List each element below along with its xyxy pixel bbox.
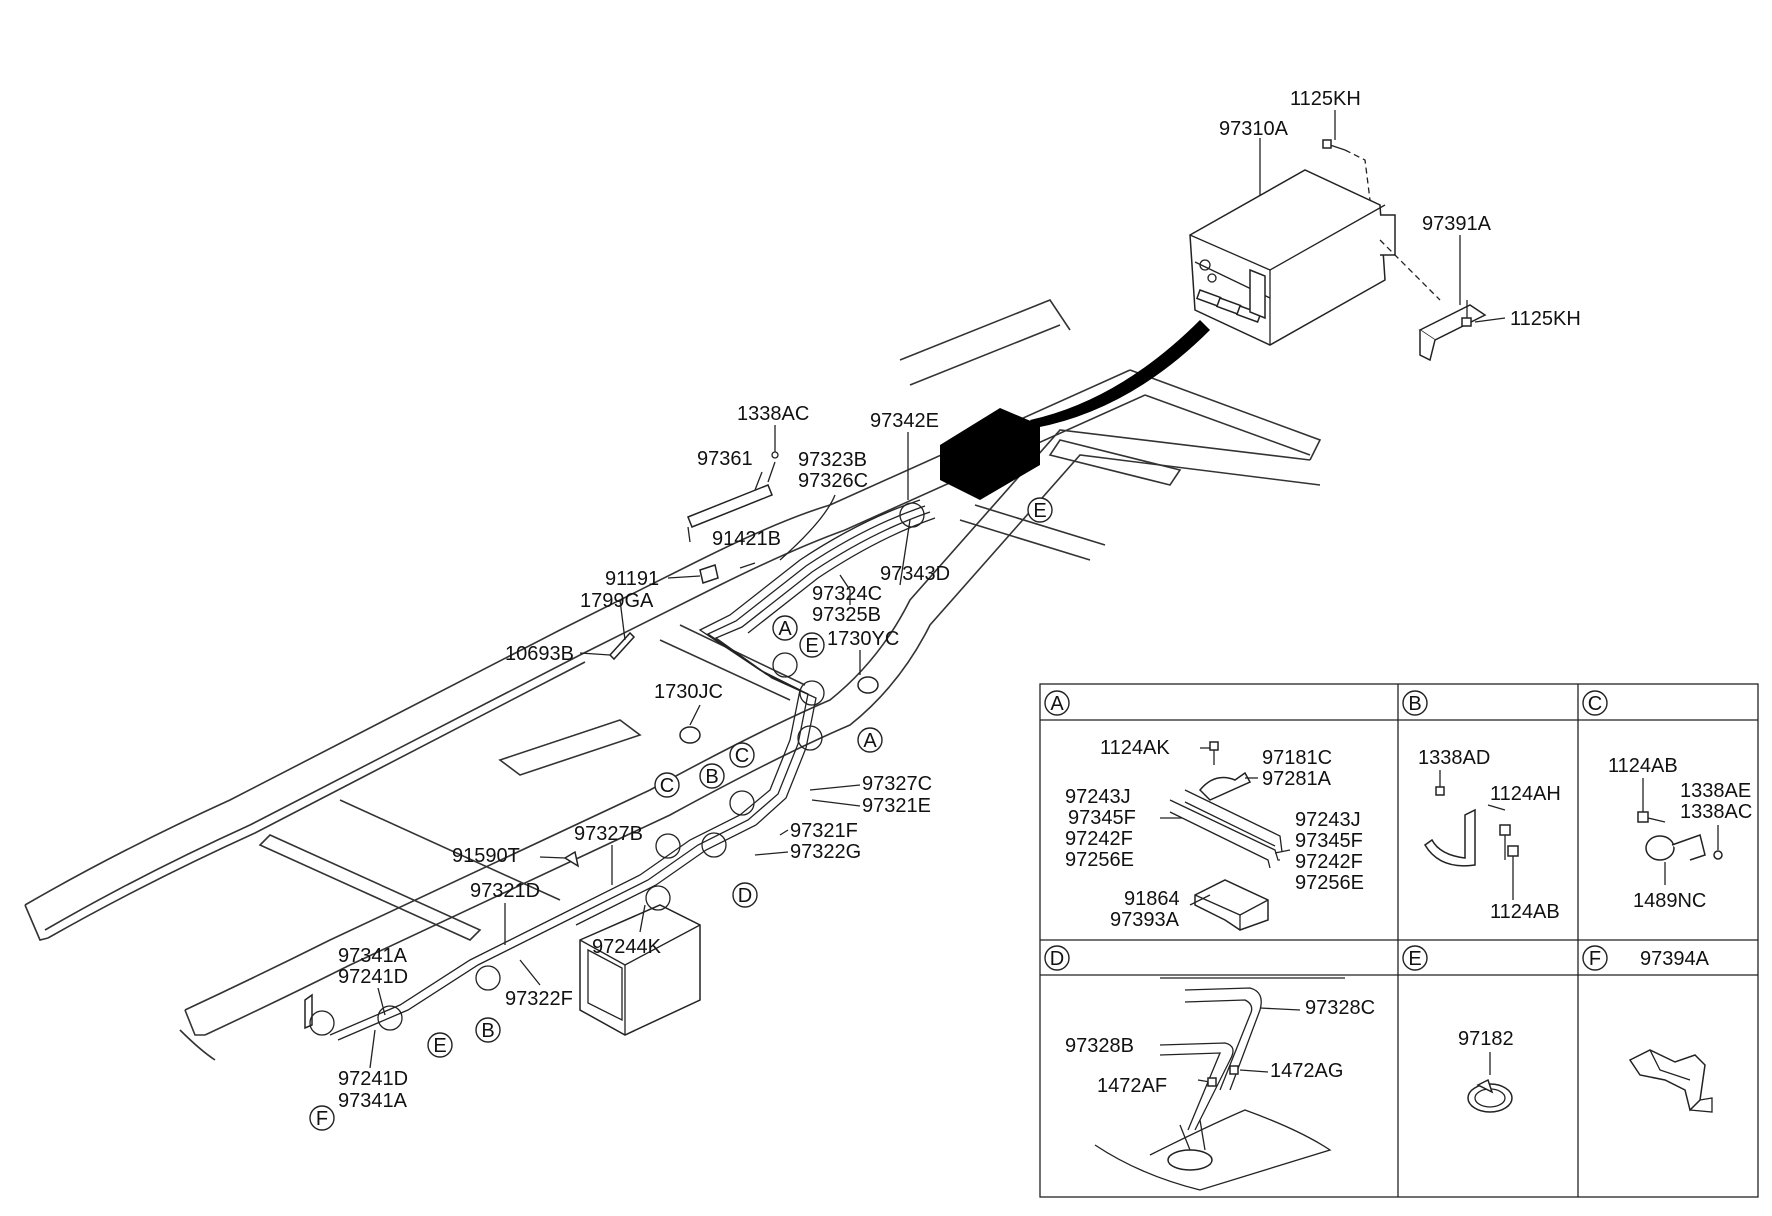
label-97361: 97361 <box>697 448 753 470</box>
label-97391A: 97391A <box>1422 213 1492 235</box>
cell-B-letter: B <box>1408 693 1421 715</box>
marker-C2: C <box>735 745 749 767</box>
detail-cell-A: A 1124AK 97181C 97281A 97243J 97345F 972… <box>1044 690 1364 931</box>
label-1124AK: 1124AK <box>1100 737 1170 759</box>
label-97393A: 97393A <box>1110 909 1180 931</box>
label-1124AB-C: 1124AB <box>1608 755 1678 777</box>
label-1125KH-top: 1125KH <box>1290 88 1361 110</box>
label-10693B: 10693B <box>505 643 574 665</box>
label-97242F-right: 97242F <box>1295 851 1363 873</box>
detail-table: A 1124AK 97181C 97281A 97243J 97345F 972… <box>1039 683 1759 1198</box>
part-10693B <box>608 631 636 661</box>
label-97243J-right: 97243J <box>1295 809 1361 831</box>
label-1338AC: 1338AC <box>737 403 809 425</box>
label-1338AE: 1338AE <box>1680 780 1751 802</box>
detail-cell-F: F 97394A <box>1582 945 1713 1113</box>
label-1472AF: 1472AF <box>1097 1075 1167 1097</box>
label-97243J-left: 97243J <box>1065 786 1131 808</box>
marker-F1: F <box>316 1108 328 1130</box>
marker-A2: A <box>863 730 877 752</box>
fuel-tank <box>579 904 701 1036</box>
label-97310A: 97310A <box>1219 118 1289 140</box>
label-1124AB-B: 1124AB <box>1490 901 1560 923</box>
detail-cell-B: B 1338AD 1124AH 1124AB <box>1402 690 1561 923</box>
label-97324C: 97324C <box>812 583 882 605</box>
marker-E3: E <box>433 1035 446 1057</box>
marker-B1: B <box>705 766 718 788</box>
label-91590T: 91590T <box>452 845 520 867</box>
label-97181C: 97181C <box>1262 747 1332 769</box>
label-97321F: 97321F <box>790 820 858 842</box>
leader-lines <box>369 110 1506 1069</box>
reference-markers: E A E A C B C D B E F B <box>309 497 1053 1131</box>
marker-E2: E <box>805 635 818 657</box>
marker-E1: E <box>1033 500 1046 522</box>
label-97322F: 97322F <box>505 988 573 1010</box>
marker-D1: D <box>738 885 752 907</box>
label-97325B: 97325B <box>812 604 881 626</box>
label-1125KH-bot: 1125KH <box>1510 308 1581 330</box>
label-97328C: 97328C <box>1305 997 1375 1019</box>
chassis-frame <box>24 299 1322 1061</box>
label-97321D: 97321D <box>470 880 540 902</box>
label-97242F-left: 97242F <box>1065 828 1133 850</box>
label-97345F-left: 97345F <box>1068 807 1136 829</box>
label-97343D: 97343D <box>880 563 950 585</box>
marker-B3: B <box>481 1020 494 1042</box>
label-97327B: 97327B <box>574 823 643 845</box>
label-97328B: 97328B <box>1065 1035 1134 1057</box>
label-91421B: 91421B <box>712 528 781 550</box>
canister-assembly <box>940 139 1487 500</box>
label-97182: 97182 <box>1458 1028 1514 1050</box>
label-97281A: 97281A <box>1262 768 1332 790</box>
marker-C1: C <box>660 775 674 797</box>
label-97342E: 97342E <box>870 410 939 432</box>
label-97341A-bot: 97341A <box>338 1090 408 1112</box>
detail-cell-C: C 1124AB 1338AE 1338AC 1489NC <box>1582 690 1752 912</box>
label-1338AD: 1338AD <box>1418 747 1490 769</box>
cell-E-letter: E <box>1408 948 1421 970</box>
label-91864: 91864 <box>1124 888 1180 910</box>
cell-F-letter: F <box>1589 948 1601 970</box>
label-97323B: 97323B <box>798 449 867 471</box>
label-1730YC: 1730YC <box>827 628 899 650</box>
label-97394A: 97394A <box>1640 948 1710 970</box>
label-1472AG: 1472AG <box>1270 1060 1343 1082</box>
cell-C-letter: C <box>1588 693 1602 715</box>
detail-cell-D: D 97328C 97328B 1472AF 1472AG <box>1044 945 1375 1191</box>
label-1124AH: 1124AH <box>1490 783 1561 805</box>
label-1799GA: 1799GA <box>580 590 654 612</box>
clip-91590T <box>563 850 580 868</box>
label-97241D-top: 97241D <box>338 966 408 988</box>
marker-circle-E1 <box>1027 497 1053 523</box>
label-91191: 91191 <box>605 568 659 590</box>
loose-parts <box>304 451 879 1030</box>
label-97341A-top: 97341A <box>338 945 408 967</box>
label-97321E: 97321E <box>862 795 931 817</box>
detail-cell-E: E 97182 <box>1402 945 1514 1113</box>
label-1730JC: 1730JC <box>654 681 723 703</box>
label-97256E-left: 97256E <box>1065 849 1134 871</box>
grommet-1730YC <box>857 676 879 694</box>
label-97322G: 97322G <box>790 841 861 863</box>
marker-A1: A <box>778 618 792 640</box>
label-97244K: 97244K <box>592 936 662 958</box>
label-97326C: 97326C <box>798 470 868 492</box>
part-97361 <box>687 484 773 528</box>
callout-labels: 97310A 1125KH 97391A 1125KH 1338AC 97342… <box>338 88 1581 1112</box>
label-1489NC: 1489NC <box>1633 890 1706 912</box>
label-97241D-bot: 97241D <box>338 1068 408 1090</box>
label-97256E-right: 97256E <box>1295 872 1364 894</box>
cell-D-letter: D <box>1050 948 1064 970</box>
cell-A-letter: A <box>1050 693 1064 715</box>
label-97345F-right: 97345F <box>1295 830 1363 852</box>
label-1338AC-C: 1338AC <box>1680 801 1752 823</box>
part-91191 <box>699 564 719 584</box>
label-97327C: 97327C <box>862 773 932 795</box>
grommet-1730JC <box>679 726 701 744</box>
